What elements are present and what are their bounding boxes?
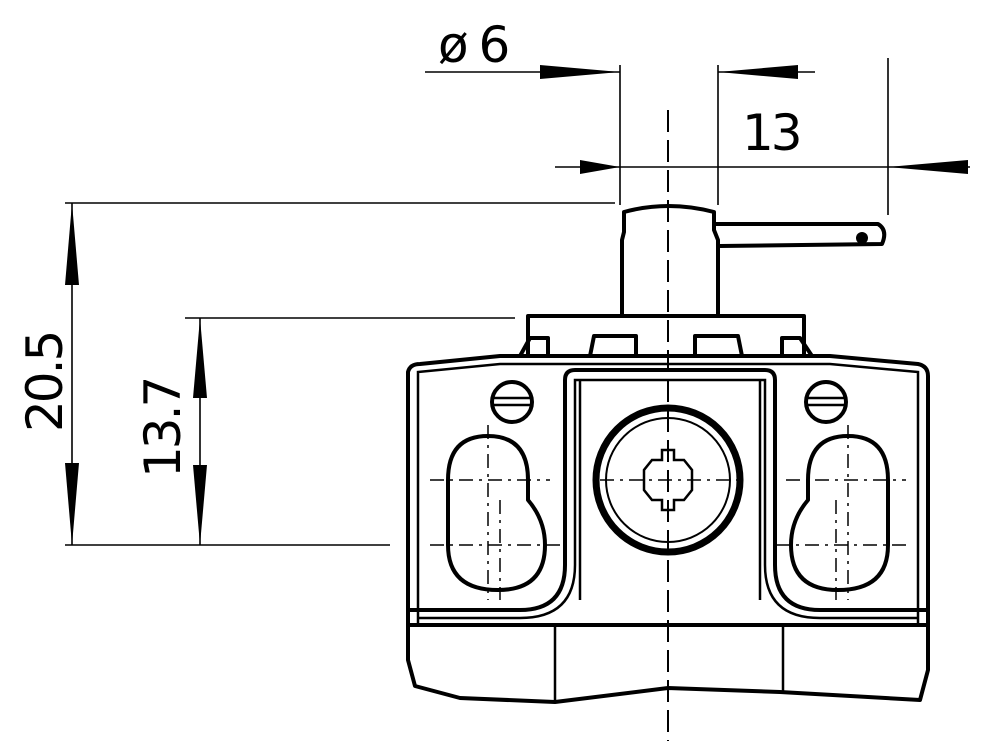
body <box>406 354 930 704</box>
screw-left <box>490 380 534 424</box>
slot-left <box>430 425 560 600</box>
total-height-dimension: 20.5 <box>16 202 615 546</box>
slot-right <box>776 425 906 600</box>
diameter-dimension: ø 6 <box>425 16 815 205</box>
diameter-label: ø 6 <box>438 16 507 74</box>
collar <box>518 314 814 358</box>
body-height-label: 13.7 <box>134 379 192 478</box>
body-height-dimension: 13.7 <box>134 317 515 545</box>
lever-offset-label: 13 <box>742 104 800 162</box>
screw-right <box>804 380 848 424</box>
shaft <box>620 204 887 315</box>
lever-offset-dimension: 13 <box>555 58 970 215</box>
total-height-label: 20.5 <box>16 333 74 432</box>
adjuster-ring <box>592 404 744 556</box>
